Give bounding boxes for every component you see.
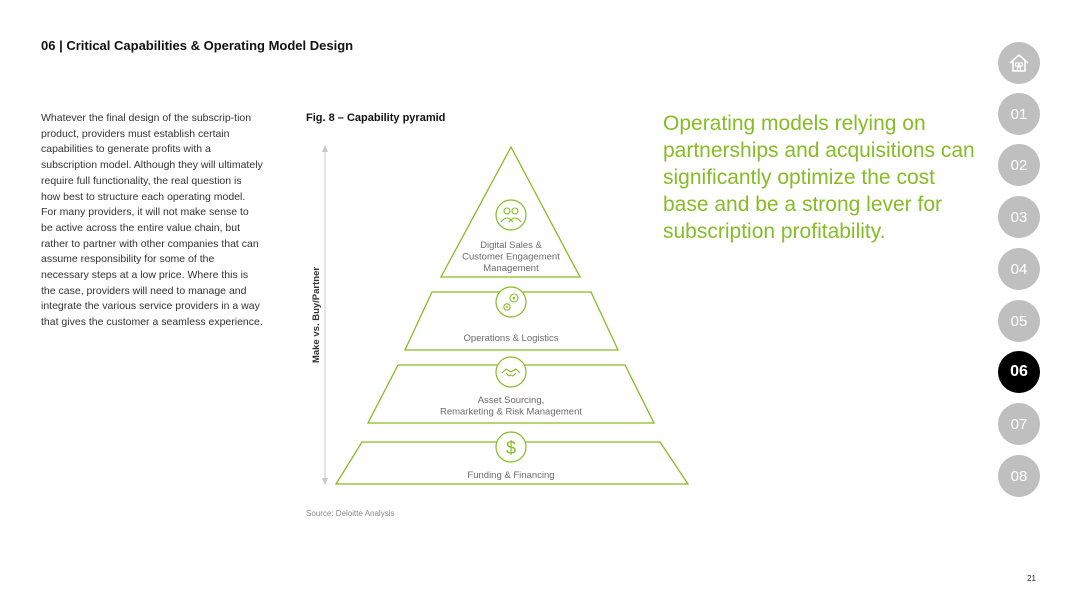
nav-item-03[interactable]: 03: [998, 196, 1040, 238]
people-icon: [495, 199, 527, 231]
body-paragraph: Whatever the final design of the subscri…: [41, 112, 263, 329]
level-2-label-line-1: Operations & Logistics: [463, 333, 558, 344]
level-1-label-line-1: Digital Sales &: [480, 240, 542, 251]
level-1-label-line-3: Management: [483, 263, 539, 274]
nav-item-01[interactable]: 01: [998, 93, 1040, 135]
nav-item-04[interactable]: 04: [998, 248, 1040, 290]
nav-item-06[interactable]: 06: [998, 351, 1040, 393]
nav-item-07[interactable]: 07: [998, 403, 1040, 445]
svg-text:$: $: [506, 438, 516, 458]
pyramid-level-funding: $ Funding & Financing: [334, 431, 690, 485]
level-4-label-line-1: Funding & Financing: [467, 470, 554, 481]
axis-arrow-down-icon: [322, 478, 328, 485]
home-icon: [1009, 54, 1029, 72]
dollar-icon: $: [495, 431, 527, 463]
nav-item-02[interactable]: 02: [998, 144, 1040, 186]
level-3-label-line-2: Remarketing & Risk Management: [440, 407, 582, 418]
pyramid-level-asset-sourcing: Asset Sourcing, Remarketing & Risk Manag…: [366, 356, 656, 424]
handshake-icon: [495, 356, 527, 388]
page-title: 06 | Critical Capabilities & Operating M…: [41, 38, 354, 53]
figure-source: Source: Deloitte Analysis: [306, 509, 395, 518]
nav-item-05[interactable]: 05: [998, 300, 1040, 342]
pull-quote: Operating models relying on partnerships…: [663, 112, 975, 243]
level-3-label-line-1: Asset Sourcing,: [478, 395, 545, 406]
axis-label: Make vs. Buy/Partner: [311, 267, 322, 363]
figure-title: Fig. 8 – Capability pyramid: [306, 112, 446, 124]
pyramid-level-operations: Operations & Logistics: [403, 286, 620, 351]
axis-arrow-up-icon: [322, 145, 328, 152]
nav-item-08[interactable]: 08: [998, 455, 1040, 497]
page-number: 21: [1027, 574, 1036, 583]
axis: Make vs. Buy/Partner: [311, 145, 328, 485]
level-1-label-line-2: Customer Engagement: [462, 252, 560, 263]
gears-icon: [495, 286, 527, 318]
pyramid-level-digital-sales: Digital Sales & Customer Engagement Mana…: [439, 145, 582, 278]
nav-home-button[interactable]: [998, 42, 1040, 84]
capability-pyramid: Make vs. Buy/Partner Digital Sales & Cus…: [311, 145, 690, 485]
